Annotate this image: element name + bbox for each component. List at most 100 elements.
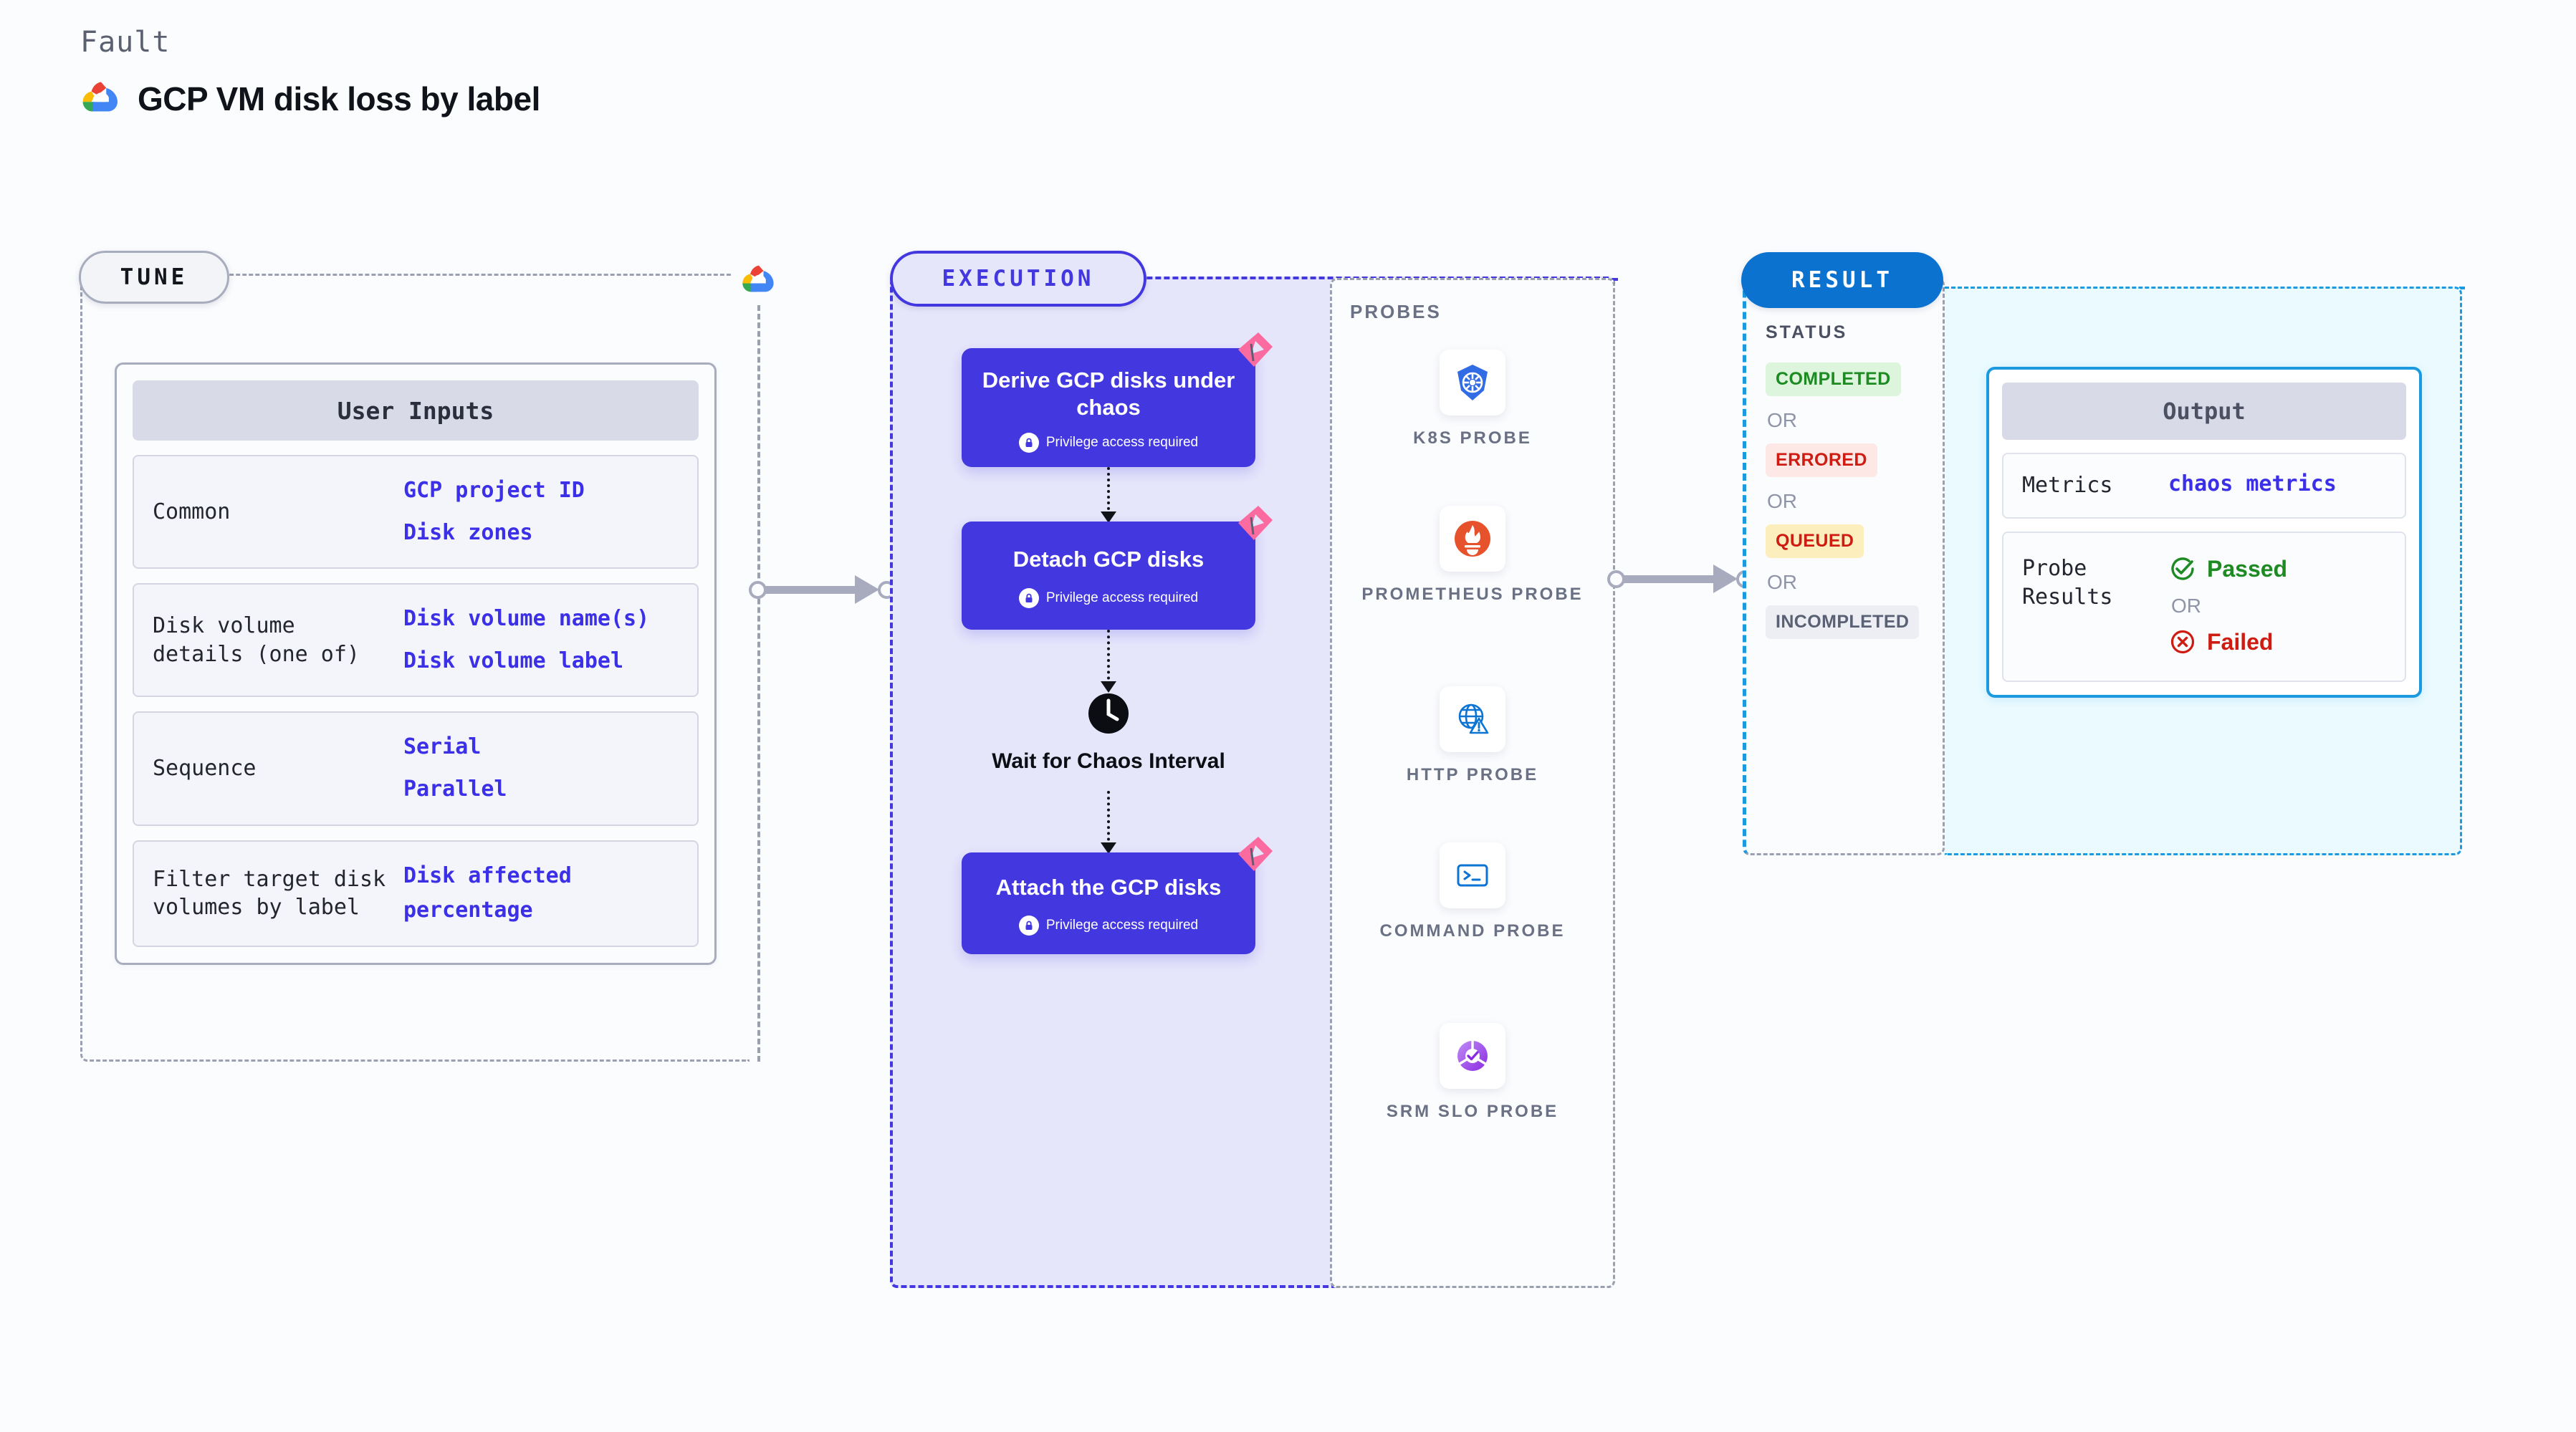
flow-connector xyxy=(1101,790,1116,854)
flow-node-privilege-label: Privilege access required xyxy=(1045,917,1199,933)
page-title: GCP VM disk loss by label xyxy=(138,80,540,117)
row-value[interactable]: Disk affected percentage xyxy=(403,862,572,923)
failed-label: Failed xyxy=(2207,628,2274,655)
output-title: Output xyxy=(2002,383,2406,440)
execution-flow: Derive GCP disks under chaos Privilege a… xyxy=(962,332,1273,954)
tune-stage-pill[interactable]: TUNE xyxy=(79,251,229,304)
flow-node-title: Derive GCP disks under chaos xyxy=(982,367,1235,420)
flow-connector xyxy=(1101,466,1116,523)
flow-node-privilege-label: Privilege access required xyxy=(1045,590,1199,606)
prometheus-icon xyxy=(1440,506,1505,572)
row-values: GCP project ID Disk zones xyxy=(403,474,585,550)
connector-execution-to-result xyxy=(1607,564,1754,593)
row-values: Disk affected percentage xyxy=(403,859,679,928)
user-inputs-title: User Inputs xyxy=(133,380,699,441)
probe-label: SRM SLO PROBE xyxy=(1386,1102,1559,1121)
metrics-key: Metrics xyxy=(2022,473,2113,498)
row-value[interactable]: Serial xyxy=(403,734,482,760)
user-inputs-card: User Inputs Common GCP project ID Disk z… xyxy=(115,362,717,965)
probe-results-row[interactable]: Probe Results Passed OR Failed xyxy=(2002,532,2406,683)
probe-label: COMMAND PROBE xyxy=(1379,921,1566,941)
row-value[interactable]: GCP project ID xyxy=(403,478,585,503)
metrics-value[interactable]: chaos metrics xyxy=(2168,471,2337,496)
output-card: Output Metrics chaos metrics Probe Resul… xyxy=(1986,367,2422,698)
or-label: OR xyxy=(1767,490,1797,512)
probe-results-key: Probe Results xyxy=(2022,556,2113,610)
probe-item-srm-slo[interactable]: SRM SLO PROBE xyxy=(1330,1023,1615,1123)
probe-label: PROMETHEUS PROBE xyxy=(1361,585,1584,604)
tune-panel: User Inputs Common GCP project ID Disk z… xyxy=(80,274,750,1062)
row-key: Sequence xyxy=(153,756,257,782)
connector-tune-to-execution xyxy=(749,575,896,604)
google-cloud-icon xyxy=(80,79,122,118)
status-badge[interactable]: INCOMPLETED xyxy=(1766,605,1920,639)
flow-node-derive-disks[interactable]: Derive GCP disks under chaos Privilege a… xyxy=(962,332,1273,467)
result-stage-pill[interactable]: RESULT xyxy=(1741,252,1943,308)
flow-node-privilege: Privilege access required xyxy=(975,915,1242,936)
probes-panel: PROBES K8S PROBE xyxy=(1330,278,1615,1288)
probe-label: K8S PROBE xyxy=(1413,428,1532,448)
result-status-panel: STATUS COMPLETED OR ERRORED OR QUEUED OR… xyxy=(1743,278,1945,855)
kubernetes-icon xyxy=(1440,350,1505,415)
fault-flag-icon xyxy=(1238,836,1273,871)
tune-right-dashed-edge xyxy=(757,305,760,1062)
lock-icon xyxy=(1018,432,1039,453)
row-value[interactable]: Disk volume label xyxy=(403,648,624,673)
passed-label: Passed xyxy=(2207,555,2288,582)
probe-results-values: Passed OR Failed xyxy=(2168,554,2287,656)
flow-node-title: Detach GCP disks xyxy=(1012,546,1205,572)
wait-for-chaos-interval: Wait for Chaos Interval xyxy=(962,691,1255,775)
clock-icon xyxy=(1088,693,1129,734)
flow-node-detach-disks[interactable]: Detach GCP disks Privilege access requir… xyxy=(962,505,1273,630)
http-globe-warning-icon xyxy=(1440,686,1505,752)
check-circle-icon xyxy=(2171,557,2194,580)
probe-result-failed[interactable]: Failed xyxy=(2168,628,2287,656)
eyebrow-label: Fault xyxy=(80,26,171,59)
row-key: Disk volume details (one of) xyxy=(153,613,360,667)
or-label: OR xyxy=(1767,571,1797,593)
terminal-icon xyxy=(1440,842,1505,908)
wait-label: Wait for Chaos Interval xyxy=(992,749,1225,774)
row-value[interactable]: Parallel xyxy=(403,776,507,802)
status-badge[interactable]: ERRORED xyxy=(1766,443,1877,477)
probe-item-k8s[interactable]: K8S PROBE xyxy=(1330,350,1615,450)
fault-flag-icon xyxy=(1238,332,1273,367)
page-header: Fault GCP VM disk loss by label xyxy=(80,26,540,118)
metrics-row[interactable]: Metrics chaos metrics xyxy=(2002,453,2406,519)
row-value[interactable]: Disk volume name(s) xyxy=(403,606,650,632)
x-circle-icon xyxy=(2170,630,2195,654)
fault-flag-icon xyxy=(1238,505,1273,540)
or-label: OR xyxy=(2171,595,2201,618)
probe-result-passed[interactable]: Passed xyxy=(2168,554,2287,583)
google-cloud-icon-badge xyxy=(732,252,785,305)
probes-section-label: PROBES xyxy=(1350,301,1442,322)
lock-icon xyxy=(1018,588,1039,609)
result-output-panel: Output Metrics chaos metrics Probe Resul… xyxy=(1945,287,2462,855)
row-value[interactable]: Disk zones xyxy=(403,519,533,545)
probe-item-command[interactable]: COMMAND PROBE xyxy=(1330,842,1615,943)
flow-node-privilege: Privilege access required xyxy=(975,432,1242,453)
flow-node-privilege-label: Privilege access required xyxy=(1045,434,1199,450)
row-values: Serial Parallel xyxy=(403,730,507,807)
flow-node-attach-disks[interactable]: Attach the GCP disks Privilege access re… xyxy=(962,836,1273,954)
row-key: Filter target disk volumes by label xyxy=(153,866,386,921)
table-row[interactable]: Common GCP project ID Disk zones xyxy=(133,455,699,570)
flow-node-privilege: Privilege access required xyxy=(975,588,1242,609)
srm-slo-icon xyxy=(1440,1023,1505,1089)
status-list: COMPLETED OR ERRORED OR QUEUED OR INCOMP… xyxy=(1766,362,1920,639)
row-key: Common xyxy=(153,499,231,524)
probe-label: HTTP PROBE xyxy=(1406,765,1539,784)
probe-item-prometheus[interactable]: PROMETHEUS PROBE xyxy=(1330,506,1615,606)
probe-item-http[interactable]: HTTP PROBE xyxy=(1330,686,1615,787)
lock-icon xyxy=(1018,915,1039,936)
execution-stage-pill[interactable]: EXECUTION xyxy=(890,251,1146,307)
status-badge[interactable]: COMPLETED xyxy=(1766,362,1901,396)
flow-connector xyxy=(1101,630,1116,693)
table-row[interactable]: Disk volume details (one of) Disk volume… xyxy=(133,583,699,698)
status-badge[interactable]: QUEUED xyxy=(1766,524,1864,558)
table-row[interactable]: Sequence Serial Parallel xyxy=(133,711,699,826)
table-row[interactable]: Filter target disk volumes by label Disk… xyxy=(133,840,699,947)
status-section-label: STATUS xyxy=(1766,322,1848,342)
probes-panel-border xyxy=(1330,278,1615,1288)
or-label: OR xyxy=(1767,409,1797,431)
